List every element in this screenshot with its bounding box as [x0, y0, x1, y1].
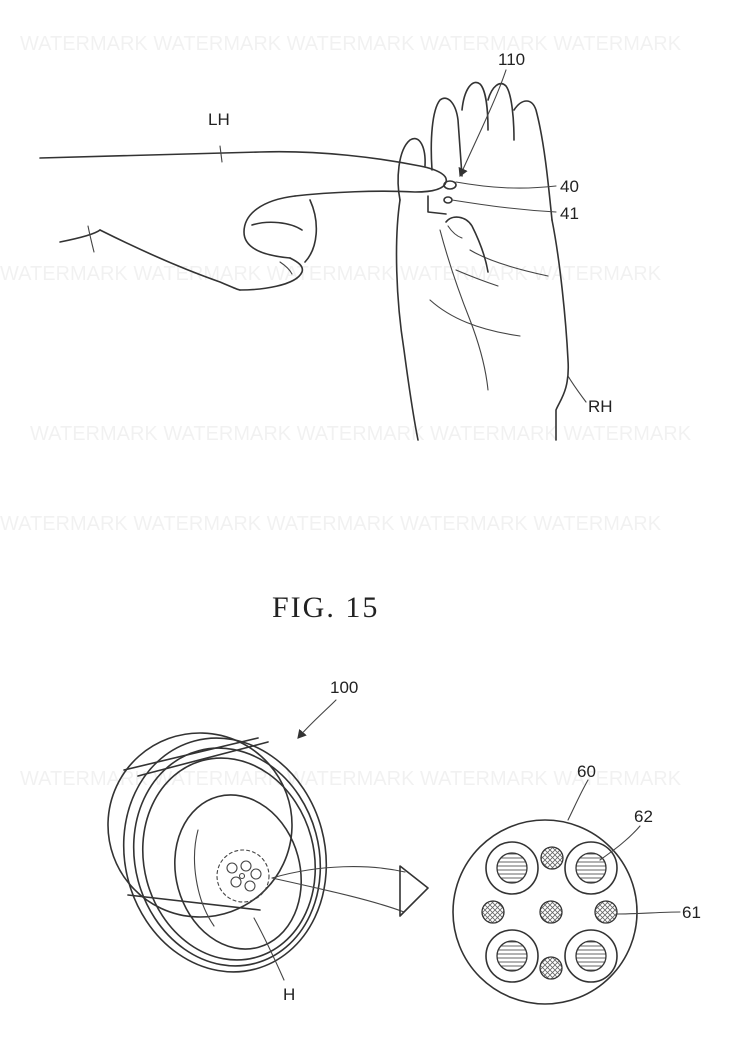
- svg-text:WATERMARK WATERMARK WATERMAR: WATERMARK WATERMARK WATERMARK WATERMARK …: [0, 263, 662, 285]
- ring-device: [107, 732, 328, 973]
- label-62: 62: [634, 807, 653, 826]
- label-rh: RH: [588, 397, 613, 416]
- upper-leaders: [451, 69, 587, 403]
- figure-title: FIG. 15: [272, 591, 379, 624]
- leader-100: [297, 699, 337, 739]
- svg-text:WATERMARK WATERMARK WATERMAR: WATERMARK WATERMARK WATERMARK WATERMARK …: [20, 768, 682, 790]
- label-61: 61: [682, 903, 701, 922]
- svg-text:WATERMARK WATERMARK WATERMAR: WATERMARK WATERMARK WATERMARK WATERMARK …: [0, 513, 662, 535]
- watermark: WATERMARK WATERMARK WATERMARK WATERMARK …: [0, 33, 692, 790]
- label-lh: LH: [208, 110, 230, 129]
- svg-text:WATERMARK WATERMARK WATERMAR: WATERMARK WATERMARK WATERMARK WATERMARK …: [20, 33, 682, 55]
- label-41: 41: [560, 204, 579, 223]
- left-hand: [39, 145, 448, 291]
- label-h: H: [283, 985, 295, 1004]
- label-100: 100: [330, 678, 358, 697]
- right-hand: [395, 81, 570, 441]
- lower-leaders: [253, 779, 681, 981]
- label-60: 60: [577, 762, 596, 781]
- label-40: 40: [560, 177, 579, 196]
- magnify-arrow: [271, 865, 429, 917]
- label-110: 110: [498, 50, 525, 69]
- svg-text:WATERMARK WATERMARK WATERMAR: WATERMARK WATERMARK WATERMARK WATERMARK …: [30, 423, 692, 445]
- cross-section: [452, 819, 638, 1005]
